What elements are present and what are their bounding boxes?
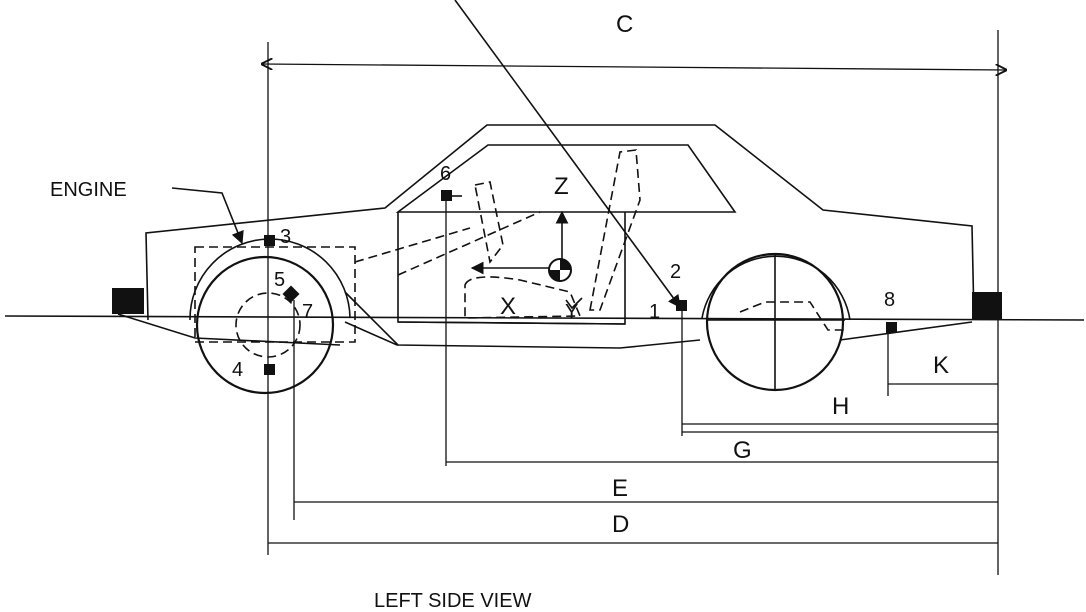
- dimension-d-label: D: [612, 511, 629, 538]
- steering-dashed-line: [354, 227, 471, 263]
- point-2-label: 2: [670, 261, 681, 283]
- axis-x-label: X: [500, 293, 516, 320]
- dimension-c-arrow: [262, 64, 1006, 70]
- rear-trunk-dashed-outline: [739, 301, 848, 331]
- ground-line: [4, 315, 1085, 321]
- front-pillar-line: [344, 291, 399, 346]
- rear-bumper-block: [972, 292, 1002, 320]
- engine-label: ENGINE: [50, 179, 127, 201]
- engine-pointer-arrow: [171, 187, 244, 245]
- point-8-label: 8: [884, 289, 895, 311]
- dimension-k-label: K: [933, 352, 949, 379]
- front-bumper-block: [112, 288, 144, 314]
- point-4-marker: [264, 364, 275, 375]
- y-axis-mark: [565, 297, 583, 310]
- dimension-e-label: E: [612, 475, 628, 502]
- point-2-pointer-line: [454, 0, 681, 309]
- point-7-label: 7: [302, 301, 313, 323]
- point-2-marker: [676, 300, 687, 311]
- axis-y-label: Y: [565, 301, 578, 323]
- axis-z-label: Z: [554, 173, 569, 200]
- rear-wheel-arch: [701, 255, 851, 321]
- point-3-marker: [264, 235, 275, 246]
- point-4-label: 4: [232, 359, 243, 381]
- car-body-outline: [145, 124, 975, 321]
- front-brake-dashed-circle: [235, 292, 301, 358]
- front-wheel: [195, 255, 335, 395]
- front-seatback-dashed-outline: [474, 181, 504, 264]
- dimension-g-label: G: [733, 437, 752, 464]
- engine-dashed-outline: [194, 246, 356, 343]
- center-of-gravity-fill: [549, 259, 571, 281]
- point-5-label: 5: [274, 269, 285, 291]
- point-6-marker: [441, 190, 452, 201]
- dimension-h-label: H: [832, 393, 849, 420]
- door-sill-line: [397, 321, 626, 325]
- point-3-label: 3: [280, 226, 291, 248]
- rear-seatback-dashed-outline: [589, 149, 641, 311]
- car-rear-lower-line: [839, 321, 973, 341]
- point-1-label: 1: [649, 301, 660, 323]
- point-8-marker: [886, 322, 897, 333]
- point-5-marker: [282, 285, 300, 303]
- front-seat-dashed-outline: [464, 276, 582, 319]
- car-rocker-line: [344, 321, 701, 349]
- dashboard-dashed-line: [397, 211, 541, 276]
- point-6-label: 6: [440, 163, 451, 185]
- side-window-outline: [395, 144, 737, 213]
- front-lower-outline: [117, 313, 341, 346]
- view-caption: LEFT SIDE VIEW: [374, 590, 532, 612]
- dimension-c-label: C: [616, 11, 633, 38]
